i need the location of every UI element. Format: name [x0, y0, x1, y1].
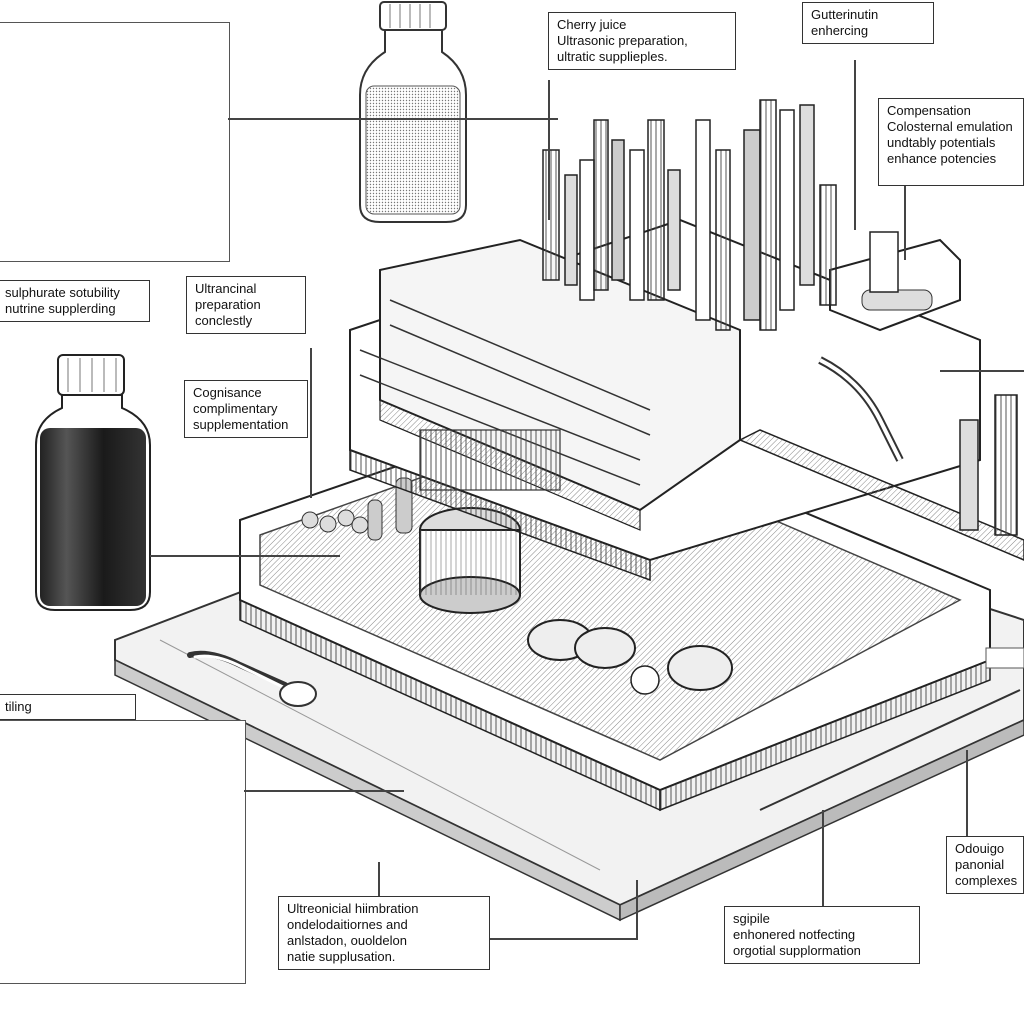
top-juice-bottle — [359, 1, 467, 223]
label-bottom-right: sgipile enhonered notfecting orgotial su… — [724, 906, 920, 964]
leader-line — [490, 938, 638, 940]
label-line: sulphurate sotubility — [5, 285, 120, 300]
label-cherry-juice: Cherry juice Ultrasonic preparation, ult… — [548, 12, 736, 70]
label-right-edge: Odouigo panonial complexes — [946, 836, 1024, 894]
label-left-upper: sulphurate sotubility nutrine supplerdin… — [0, 280, 150, 322]
leader-line — [636, 880, 638, 938]
leader-line — [150, 555, 340, 557]
label-top-right: Gutterinutin enhercing — [802, 2, 934, 44]
label-line: nutrine supplerding — [5, 301, 116, 316]
label-line: natie supplusation. — [287, 949, 396, 964]
label-mid-left2: Cognisance complimentary supplementation — [184, 380, 308, 438]
label-compensation: Compensation Colosternal emulation undta… — [878, 98, 1024, 186]
leader-line — [310, 348, 312, 498]
label-line: panonial — [955, 857, 1005, 872]
label-line: undtably potentials — [887, 135, 996, 150]
dark-bottle-left — [35, 354, 151, 611]
label-line: enhance potencies — [887, 151, 997, 166]
label-line: Compensation — [887, 103, 971, 118]
label-line: Cognisance — [193, 385, 262, 400]
dropper-panel — [0, 720, 246, 984]
label-line: Odouigo — [955, 841, 1005, 856]
label-line: complimentary — [193, 401, 278, 416]
leader-line — [548, 80, 550, 220]
label-line: Ultrancinal — [195, 281, 257, 296]
label-mid-left: Ultrancinal preparation conclestly — [186, 276, 306, 334]
label-bottom-center: Ultreonicial hiimbration ondelodaitiorne… — [278, 896, 490, 970]
label-line: ondelodaitiornes and — [287, 917, 408, 932]
label-line: ultratic supplieples. — [557, 49, 668, 64]
leader-line — [244, 790, 404, 792]
leader-line — [854, 60, 856, 230]
berry-panel — [0, 22, 230, 262]
label-line: enhonered notfecting — [733, 927, 856, 942]
label-line: conclestly — [195, 313, 253, 328]
label-line: Ultrasonic preparation, — [557, 33, 688, 48]
label-line: Cherry juice — [557, 17, 627, 32]
leader-line — [904, 180, 906, 260]
factory-towers — [542, 99, 1018, 536]
leader-line — [228, 118, 558, 120]
label-line: supplementation — [193, 417, 289, 432]
leader-line — [822, 810, 824, 910]
label-line: tiling — [5, 699, 32, 714]
leader-line — [940, 370, 1024, 372]
label-line: sgipile — [733, 911, 770, 926]
label-line: Gutterinutin — [811, 7, 879, 22]
leader-line — [378, 862, 380, 898]
label-line: Colosternal emulation — [887, 119, 1013, 134]
label-line: anlstadon, ouoldelon — [287, 933, 407, 948]
label-line: enhercing — [811, 23, 869, 38]
label-line: complexes — [955, 873, 1018, 888]
label-line: preparation — [195, 297, 261, 312]
label-line: Ultreonicial hiimbration — [287, 901, 419, 916]
label-bottom-left: tiling — [0, 694, 136, 720]
label-line: orgotial supplormation — [733, 943, 861, 958]
leader-line — [966, 750, 968, 840]
